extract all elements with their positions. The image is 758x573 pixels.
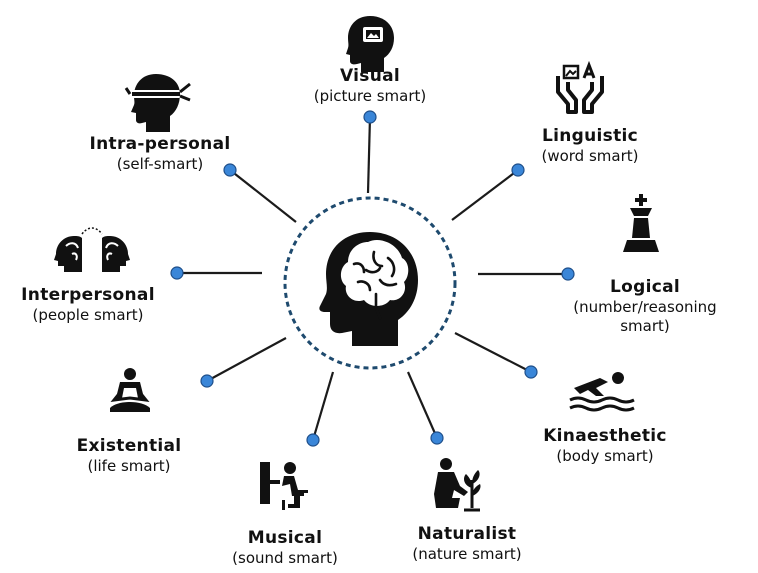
center-ring (283, 196, 457, 370)
label-kinaesthetic: Kinaesthetic (body smart) (510, 426, 700, 466)
name-visual: Visual (339, 66, 400, 86)
pianist-icon (260, 462, 308, 510)
name-intrapersonal: Intra-personal (89, 134, 231, 154)
dot-existential (200, 374, 214, 388)
dot-naturalist (430, 431, 444, 445)
spoke-naturalist (406, 371, 439, 439)
hands-text-icon (556, 60, 604, 114)
name-linguistic: Linguistic (541, 126, 638, 146)
spoke-visual (366, 116, 372, 194)
dot-visual (363, 110, 377, 124)
desc-musical: (sound smart) (232, 549, 338, 568)
name-naturalist: Naturalist (417, 524, 517, 544)
spoke-existential (206, 337, 287, 382)
connector-dots (170, 110, 575, 447)
name-musical: Musical (247, 528, 323, 548)
swimmer-icon (569, 372, 635, 412)
name-logical: Logical (610, 277, 680, 297)
chess-king-icon (623, 194, 659, 252)
spoke-linguistic (451, 169, 519, 221)
meditation-icon (110, 368, 150, 412)
spoke-kinaesthetic (454, 332, 532, 373)
label-interpersonal: Interpersonal (people smart) (0, 285, 176, 325)
desc-interpersonal: (people smart) (32, 306, 144, 325)
desc-visual: (picture smart) (313, 87, 427, 106)
gardener-plant-icon (434, 458, 481, 512)
desc-logical: (number/reasoning (573, 298, 717, 317)
label-logical: Logical (number/reasoning smart) (540, 277, 750, 336)
dot-logical (561, 267, 575, 281)
label-existential: Existential (life smart) (44, 436, 214, 476)
dot-intrapersonal (223, 163, 237, 177)
dot-interpersonal (170, 266, 184, 280)
dot-linguistic (511, 163, 525, 177)
label-linguistic: Linguistic (word smart) (500, 126, 680, 166)
two-heads-talking-icon (54, 227, 130, 272)
spoke-intrapersonal (229, 169, 297, 223)
brain-head-icon (319, 232, 418, 346)
label-naturalist: Naturalist (nature smart) (382, 524, 552, 564)
name-existential: Existential (76, 436, 182, 456)
dot-kinaesthetic (524, 365, 538, 379)
desc-linguistic: (word smart) (541, 147, 639, 166)
label-intrapersonal: Intra-personal (self-smart) (60, 134, 260, 174)
label-visual: Visual (picture smart) (270, 66, 470, 106)
desc-existential: (life smart) (87, 457, 171, 476)
name-kinaesthetic: Kinaesthetic (543, 426, 667, 446)
spoke-musical (311, 371, 335, 441)
name-interpersonal: Interpersonal (21, 285, 155, 305)
label-musical: Musical (sound smart) (200, 528, 370, 568)
connector-lines (177, 116, 568, 441)
desc-naturalist: (nature smart) (412, 545, 522, 564)
desc-intrapersonal: (self-smart) (116, 155, 204, 174)
blindfold-head-icon (124, 74, 191, 132)
dot-musical (306, 433, 320, 447)
desc-kinaesthetic: (body smart) (556, 447, 654, 466)
desc2-logical: smart) (620, 317, 670, 335)
head-picture-icon (346, 16, 394, 72)
